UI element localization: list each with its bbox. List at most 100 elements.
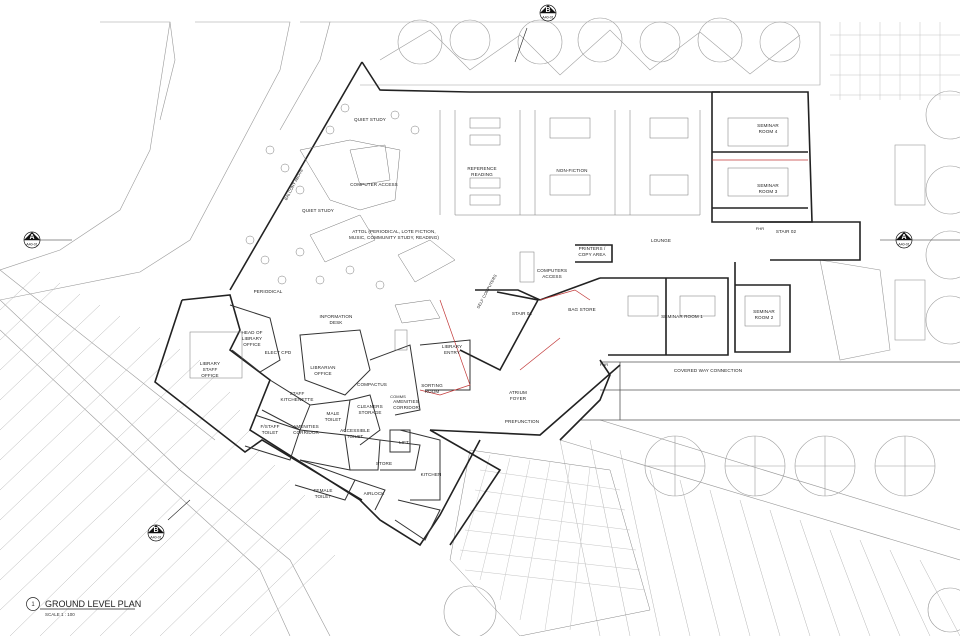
- label-computer-access: COMPUTER ACCESS: [350, 182, 398, 187]
- marker-ref: A40-01: [150, 536, 162, 540]
- label-office: OFFICE: [243, 342, 260, 347]
- section-marker-b-top[interactable]: B A40-01: [539, 4, 557, 22]
- label-librarian: LIBRARIAN: [310, 365, 335, 370]
- label-kitchenette: KITCHENETTE: [280, 397, 313, 402]
- marker-letter: B: [153, 527, 158, 534]
- label-seminar-4: SEMINAR: [757, 123, 779, 128]
- label-store: STORE: [376, 461, 392, 466]
- label-head-of: HEAD OF: [241, 330, 262, 335]
- label-library-staff: LIBRARY: [200, 361, 220, 366]
- label-amenities-b: AMENITIES: [293, 424, 319, 429]
- label-lounge: LOUNGE: [651, 238, 671, 243]
- section-lines: [40, 27, 960, 521]
- label-copy-area: COPY AREA: [578, 252, 606, 257]
- label-fhr-2: FHR: [600, 362, 609, 367]
- section-marker-a-right[interactable]: A A40-01: [895, 231, 913, 249]
- partitions: [229, 304, 471, 541]
- label-quiet-study: QUIET STUDY: [354, 117, 386, 122]
- label-bag-store: BAG STORE: [568, 307, 596, 312]
- label-seminar-2b: ROOM 2: [755, 315, 774, 320]
- label-librarian-office: OFFICE: [314, 371, 331, 376]
- title-number: 1: [31, 602, 35, 608]
- label-atrium: ATRIUM: [509, 390, 527, 395]
- label-prefunction: PREFUNCTION: [505, 419, 539, 424]
- label-compactus: COMPACTUS: [357, 382, 387, 387]
- label-non-fiction: NON-FICTION: [556, 168, 587, 173]
- label-seminar-3b: ROOM 3: [759, 189, 778, 194]
- label-attol-2: MUSIC, COMMUNITY STUDY, READING): [349, 235, 439, 240]
- label-printers: PRINTERS /: [579, 246, 606, 251]
- label-seminar-2: SEMINAR: [753, 309, 775, 314]
- label-lift: LIFT: [399, 440, 409, 445]
- road-hatching-right: [559, 419, 960, 636]
- label-female-toilet: TOILET: [315, 494, 332, 499]
- label-stair-01: STAIR 01: [512, 311, 533, 316]
- room-labels: QUIET STUDY QUIET STUDY BALCONY ABOVE CO…: [200, 117, 797, 499]
- label-self-computers: SELF COMPUTERS: [476, 273, 498, 309]
- drawing-scale: SCALE 1 : 100: [45, 612, 75, 617]
- label-foyer: FOYER: [510, 396, 527, 401]
- marker-ref: A40-01: [26, 243, 38, 247]
- section-marker-a-left[interactable]: A A40-01: [23, 231, 41, 249]
- label-reference: REFERENCE: [467, 166, 496, 171]
- label-entry: ENTRY: [444, 350, 460, 355]
- label-staff-office: OFFICE: [201, 373, 218, 378]
- marker-letter: A: [901, 234, 906, 241]
- label-reading: READING: [471, 172, 493, 177]
- paving-grid: [830, 22, 960, 100]
- covered-way: [580, 361, 960, 421]
- label-attol: ATTOL (PERIODICAL, LOTE FICTION,: [352, 229, 436, 234]
- marker-letter: B: [545, 7, 550, 14]
- label-elect-cpd: ELECT CPD: [265, 350, 292, 355]
- label-fhr: FHR: [756, 226, 765, 231]
- label-cleaners: CLEANERS: [357, 404, 383, 409]
- site-context: [0, 21, 331, 636]
- label-covered-way: COVERED WAY CONNECTION: [674, 368, 742, 373]
- trees-right: [819, 90, 960, 361]
- label-seminar-1: SEMINAR ROOM 1: [661, 314, 703, 319]
- label-comms: COMMS: [390, 394, 406, 399]
- label-female: FEMALE: [314, 488, 333, 493]
- landscape-top: [330, 17, 821, 86]
- label-library: LIBRARY: [242, 336, 262, 341]
- label-access: ACCESS: [542, 274, 562, 279]
- label-stair-02: STAIR 02: [776, 229, 797, 234]
- forecourt-paving: [449, 449, 651, 636]
- label-seminar-4b: ROOM 4: [759, 129, 778, 134]
- trees-bottom: [443, 435, 960, 636]
- label-balcony: BALCONY ABOVE: [283, 167, 304, 200]
- label-library-entry: LIBRARY: [442, 344, 462, 349]
- label-staff: STAFF: [203, 367, 218, 372]
- label-information: INFORMATION: [320, 314, 353, 319]
- label-accessible-toilet: TOILET: [347, 434, 364, 439]
- label-room: ROOM: [425, 389, 440, 394]
- label-f-staff-toilet: TOILET: [262, 430, 279, 435]
- marker-ref: A40-01: [898, 243, 910, 247]
- label-kitchen: KITCHEN: [421, 472, 442, 477]
- drawing-title-block: 1 GROUND LEVEL PLAN SCALE 1 : 100: [26, 597, 141, 617]
- label-storage: STORAGE: [358, 410, 381, 415]
- label-desk: DESK: [330, 320, 344, 325]
- label-f-staff: F/STAFF: [261, 424, 280, 429]
- label-accessible: ACCESSIBLE: [340, 428, 370, 433]
- label-amenities: AMENITIES: [393, 399, 419, 404]
- drawing-title: GROUND LEVEL PLAN: [45, 599, 141, 609]
- label-corridor: CORRIDOR: [393, 405, 419, 410]
- furniture-tables: [189, 103, 789, 379]
- label-quiet-study: QUIET STUDY: [302, 208, 334, 213]
- building-outline: [154, 61, 861, 547]
- label-seminar-3: SEMINAR: [757, 183, 779, 188]
- red-lines: [419, 159, 808, 396]
- label-computers: COMPUTERS: [537, 268, 567, 273]
- label-sorting: SORTING: [421, 383, 443, 388]
- marker-ref: A40-01: [542, 16, 554, 20]
- section-marker-b-bottom[interactable]: B A40-01: [147, 524, 165, 542]
- road-hatching: [0, 271, 336, 636]
- label-staff-kitchenette: STAFF: [290, 391, 305, 396]
- label-corridor-b: CORRIDOR: [293, 430, 319, 435]
- marker-letter: A: [29, 234, 34, 241]
- label-male: MALE: [327, 411, 340, 416]
- label-airlock: AIRLOCK: [364, 491, 386, 496]
- label-male-toilet: TOILET: [325, 417, 342, 422]
